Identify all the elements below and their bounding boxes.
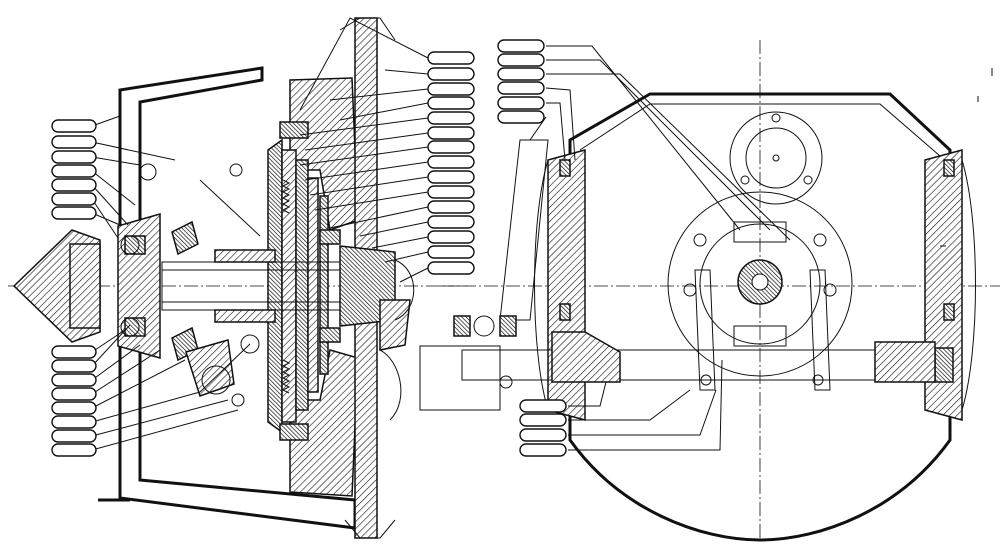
callout-label — [51, 164, 97, 178]
callout-label — [51, 429, 97, 443]
center-callout-column — [427, 51, 475, 275]
end-view — [419, 40, 1000, 542]
callout-label — [51, 373, 97, 387]
callout-label — [51, 150, 97, 164]
left-callout-column — [51, 119, 97, 457]
right-bottom-leaders — [568, 359, 723, 451]
left-leaders — [91, 115, 239, 451]
callout-label — [51, 443, 97, 457]
callout-label — [51, 119, 97, 133]
right-bottom-callout-column — [519, 399, 567, 457]
callout-label — [51, 135, 97, 149]
flywheel-bolts — [279, 121, 341, 441]
callout-label — [51, 178, 97, 192]
right-top-leaders — [529, 45, 791, 241]
clutch-springs — [281, 179, 291, 394]
callout-label — [51, 359, 97, 373]
callout-label — [51, 401, 97, 415]
sectional-view — [8, 17, 470, 539]
callout-label — [51, 387, 97, 401]
callout-label — [51, 415, 97, 429]
callout-label — [51, 192, 97, 206]
right-top-callout-column — [497, 39, 545, 124]
center-leaders — [299, 17, 429, 283]
callout-label — [51, 345, 97, 359]
callout-label — [51, 206, 97, 220]
